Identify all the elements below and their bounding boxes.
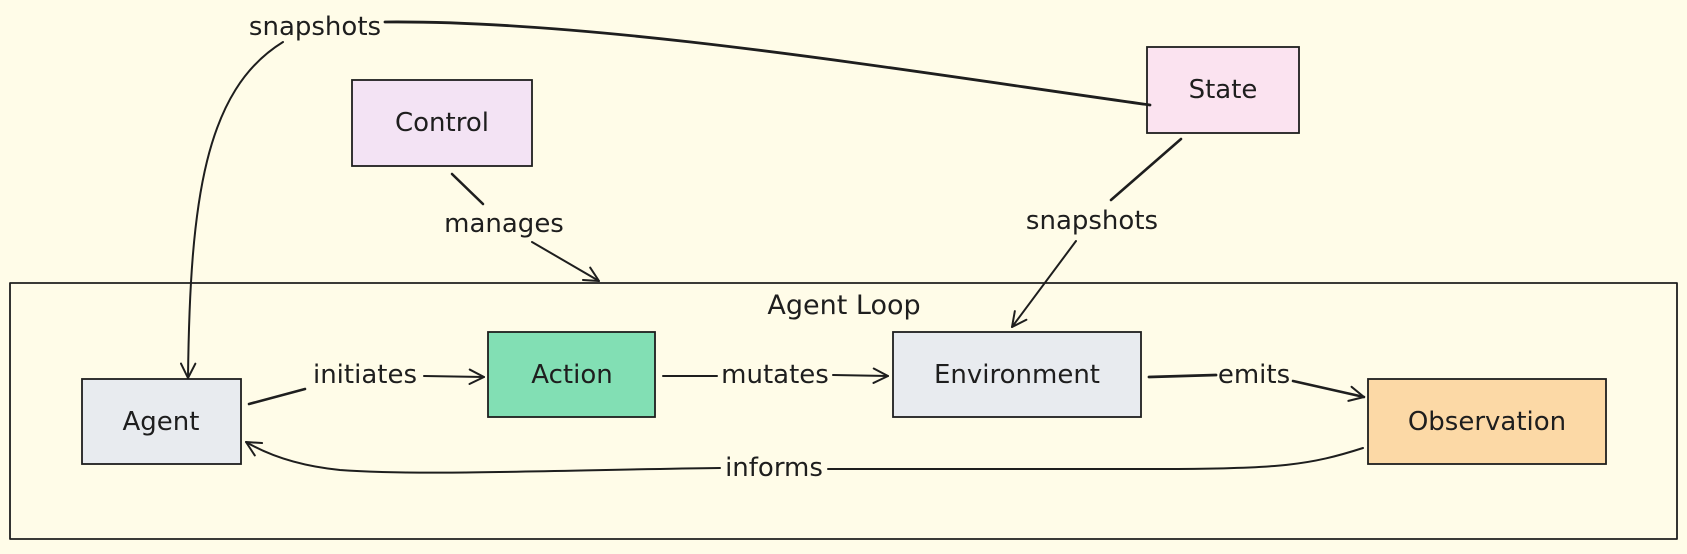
- edge-state-to-agent-line-1: [383, 20, 1152, 107]
- edge-observation-to-agent-line-1: [827, 447, 1364, 470]
- edge-observation-to-agent-line-2: [245, 441, 721, 474]
- state-box: [1146, 46, 1300, 134]
- edge-state-to-environment-line-1: [1109, 137, 1183, 202]
- node-environment[interactable]: Environment: [892, 331, 1142, 418]
- action-label: Action: [531, 360, 612, 390]
- environment-label: Environment: [934, 360, 1100, 390]
- environment-box: [892, 331, 1142, 418]
- node-observation[interactable]: Observation: [1367, 378, 1607, 465]
- observation-label: Observation: [1408, 407, 1566, 437]
- edge-environment-to-observation-line-1: [1147, 373, 1218, 379]
- edge-control-to-loop-line-1: [450, 172, 485, 206]
- node-action[interactable]: Action: [487, 331, 656, 418]
- edge-agent-to-action-label: initiates: [313, 360, 417, 390]
- edge-control-to-loop: manages: [444, 172, 600, 282]
- edge-observation-to-agent: informs: [245, 441, 1364, 483]
- edge-state-to-agent: snapshots: [179, 12, 1152, 379]
- agent-label: Agent: [123, 407, 200, 437]
- edge-control-to-loop-line-2: [531, 241, 600, 282]
- edge-action-to-environment-label: mutates: [721, 360, 829, 390]
- node-control[interactable]: Control: [351, 79, 533, 167]
- node-agent[interactable]: Agent: [81, 378, 242, 465]
- edge-environment-to-observation-label: emits: [1218, 360, 1290, 390]
- observation-box: [1367, 378, 1607, 465]
- edge-environment-to-observation: emits: [1147, 360, 1366, 402]
- agent-box: [81, 378, 242, 465]
- node-state[interactable]: State: [1146, 46, 1300, 134]
- edge-state-to-environment-label: snapshots: [1026, 206, 1158, 236]
- control-label: Control: [395, 108, 489, 138]
- agent-loop-label: Agent Loop: [767, 290, 920, 321]
- edge-state-to-agent-label: snapshots: [249, 12, 381, 42]
- edge-action-to-environment-line-2: [832, 367, 889, 384]
- edge-control-to-loop-label: manages: [444, 209, 564, 239]
- edge-state-to-environment-line-2: [1011, 240, 1077, 328]
- edge-agent-to-action-line-2: [423, 368, 485, 385]
- edge-agent-to-action-line-1: [247, 387, 307, 406]
- state-label: State: [1189, 75, 1258, 105]
- edge-action-to-environment: mutates: [662, 360, 889, 390]
- edge-state-to-agent-line-2: [179, 41, 284, 379]
- edge-state-to-environment: snapshots: [1011, 137, 1183, 328]
- edge-observation-to-agent-label: informs: [725, 453, 823, 483]
- edge-agent-to-action: initiates: [247, 360, 485, 406]
- agent-loop-frame: [9, 282, 1678, 540]
- edge-environment-to-observation-line-2: [1291, 379, 1366, 402]
- control-box: [351, 79, 533, 167]
- action-box: [487, 331, 656, 418]
- agent-loop-group: Agent Loop: [9, 282, 1678, 540]
